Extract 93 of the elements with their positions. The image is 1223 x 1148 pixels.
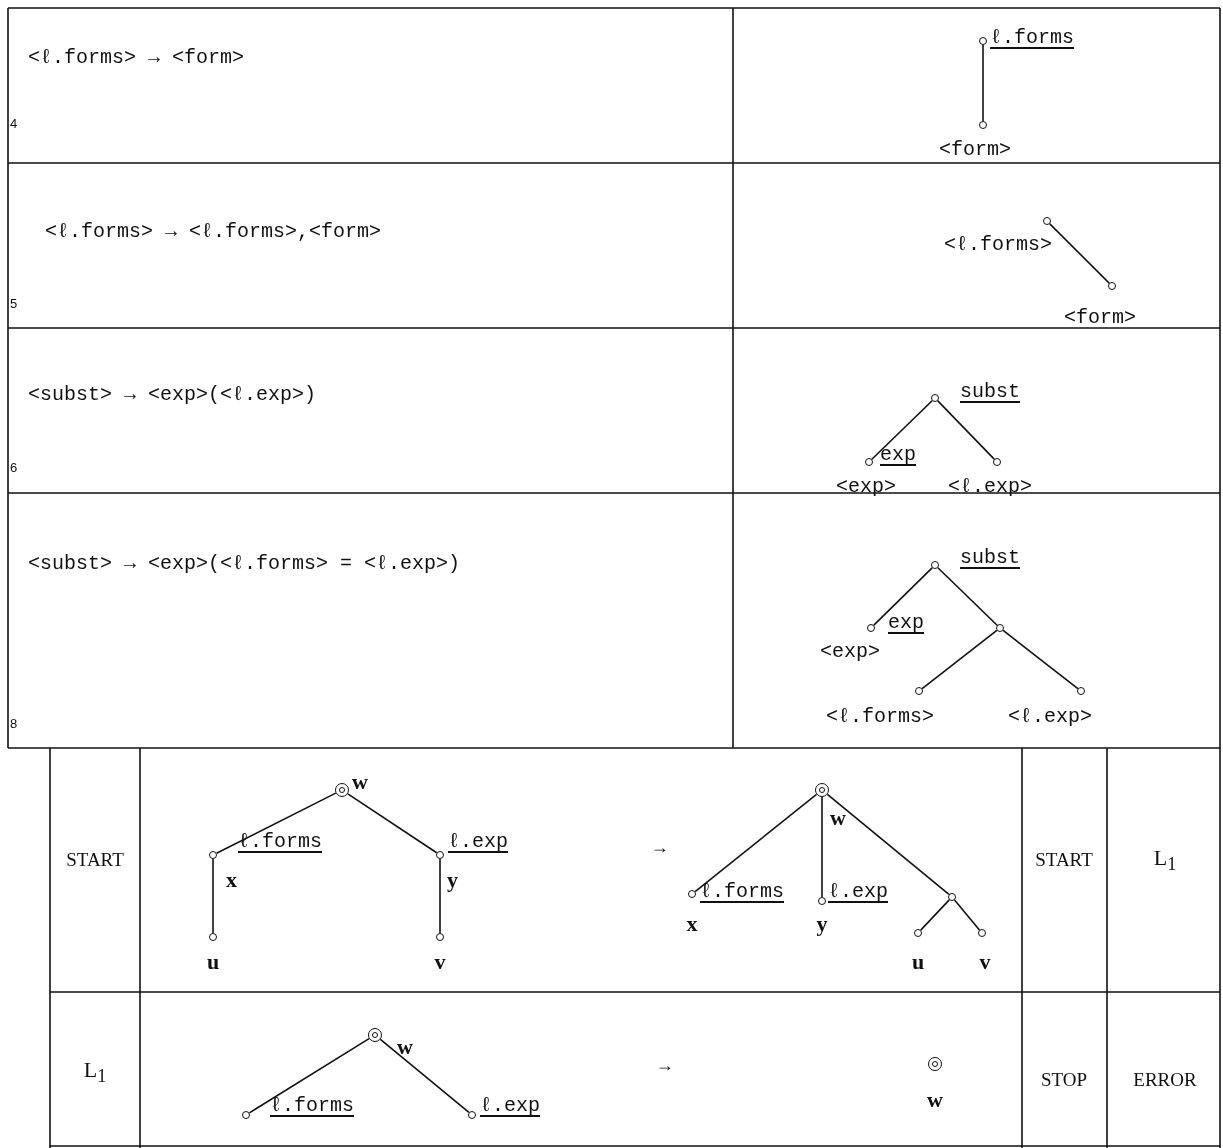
attribute-label: ℓ.exp — [828, 880, 888, 904]
tree-branch — [953, 899, 981, 931]
node-label: w — [927, 1088, 943, 1112]
tree-branch — [248, 1037, 370, 1114]
node-label: y — [816, 912, 828, 936]
node-label: u — [206, 950, 220, 974]
grammar-rule: <subst> → <exp>(<ℓ.exp>) — [28, 383, 317, 407]
node-label: x — [226, 868, 237, 892]
tree-node — [436, 851, 444, 859]
attribute-label: subst — [960, 546, 1020, 570]
node-label: <exp> — [820, 640, 880, 664]
attribute-label: ℓ.exp — [448, 830, 508, 854]
attribute-label: ℓ.forms — [700, 880, 784, 904]
tree-node — [688, 890, 696, 898]
node-label: <ℓ.forms> — [826, 705, 934, 729]
tree-branch — [982, 44, 984, 122]
tree-node — [914, 929, 922, 937]
tree-node — [867, 624, 875, 632]
attribute-label: exp — [880, 443, 916, 467]
node-label: <ℓ.exp> — [1008, 705, 1092, 729]
node-label: v — [979, 950, 991, 974]
rule-number: 6 — [10, 459, 18, 477]
tree-node — [1108, 282, 1116, 290]
root-tree-node — [335, 783, 349, 797]
rule-number: 4 — [10, 115, 18, 133]
tree-node — [209, 933, 217, 941]
tree-node — [865, 458, 873, 466]
tree-node — [948, 893, 956, 901]
root-tree-node — [928, 1057, 942, 1071]
attribute-label: ℓ.forms — [270, 1094, 354, 1118]
tree-node — [818, 897, 826, 905]
node-label: v — [434, 950, 446, 974]
node-label: w — [352, 770, 368, 794]
arrow-symbol: → — [654, 837, 666, 860]
tree-node — [1077, 687, 1085, 695]
tree-node — [242, 1111, 250, 1119]
tree-branch — [919, 899, 951, 931]
tree-branch — [826, 793, 950, 896]
tree-node — [978, 929, 986, 937]
tree-node — [931, 394, 939, 402]
tree-branch — [873, 567, 933, 626]
node-label: <ℓ.exp> — [948, 475, 1032, 499]
node-label: y — [447, 868, 458, 892]
attribute-label: subst — [960, 380, 1020, 404]
grammar-rule: <ℓ.forms> → <ℓ.forms>,<form> — [45, 220, 382, 244]
state-name: START — [1035, 848, 1093, 872]
tree-branch — [215, 792, 337, 854]
tree-branch — [1049, 223, 1110, 284]
node-label: x — [686, 912, 698, 936]
state-name: START — [66, 848, 124, 872]
state-name: ERROR — [1133, 1068, 1197, 1092]
attribute-label: ℓ.forms — [238, 830, 322, 854]
tree-branch — [439, 858, 441, 934]
tree-node — [1043, 217, 1051, 225]
tree-branch — [379, 1038, 470, 1114]
tree-branch — [937, 400, 995, 460]
grammar-rule: <subst> → <exp>(<ℓ.forms> = <ℓ.exp>) — [28, 552, 461, 576]
tree-branch — [937, 567, 998, 626]
tree-node — [931, 561, 939, 569]
node-label: w — [830, 806, 846, 830]
tree-node — [209, 851, 217, 859]
rule-number: 5 — [10, 295, 18, 313]
state-name: L$_{1}$ — [1153, 846, 1177, 877]
state-name: STOP — [1040, 1068, 1088, 1092]
node-label: <form> — [939, 138, 1011, 162]
tree-node — [468, 1111, 476, 1119]
tree-branch — [212, 858, 214, 934]
root-tree-node — [368, 1028, 382, 1042]
root-tree-node — [815, 783, 829, 797]
state-name: L$_{1}$ — [83, 1058, 107, 1089]
node-label: <form> — [1064, 306, 1136, 330]
tree-branch — [821, 796, 823, 898]
node-label: w — [397, 1035, 413, 1059]
node-label: <exp> — [836, 475, 896, 499]
rule-number: 8 — [10, 715, 18, 733]
tree-node — [979, 37, 987, 45]
tree-node — [436, 933, 444, 941]
tree-branch — [871, 399, 933, 461]
tree-node — [993, 458, 1001, 466]
grammar-rule: <ℓ.forms> → <form> — [28, 46, 245, 70]
tree-branch — [921, 629, 998, 690]
tree-branch — [347, 793, 438, 854]
attribute-label: ℓ.forms — [990, 26, 1074, 50]
node-label: u — [911, 950, 925, 974]
arrow-symbol: → — [659, 1055, 671, 1078]
attribute-label: ℓ.exp — [480, 1094, 540, 1118]
tree-node — [979, 121, 987, 129]
attribute-label: exp — [888, 611, 924, 635]
node-label: <ℓ.forms> — [943, 233, 1052, 257]
tree-node — [996, 624, 1004, 632]
tree-branch — [694, 793, 818, 893]
tree-branch — [1002, 629, 1079, 690]
tree-node — [915, 687, 923, 695]
